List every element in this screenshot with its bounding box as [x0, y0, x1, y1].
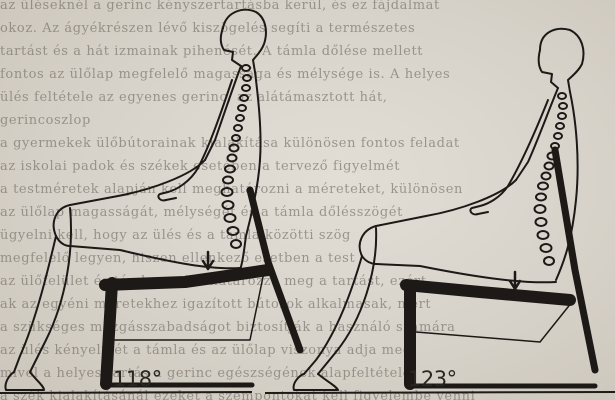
figure-right — [294, 29, 584, 390]
figure-left-head — [223, 10, 266, 72]
figure-right-thigh — [376, 180, 516, 226]
chair-right-seat-ghost — [416, 302, 572, 342]
figure-right-chest — [516, 88, 558, 180]
figure-left-arm — [158, 80, 232, 200]
figure-right-face — [539, 50, 558, 88]
figure-left-face — [221, 28, 241, 66]
figure-left-knee — [54, 205, 70, 246]
angle-label-left: 118° — [113, 367, 162, 391]
chair-right-seat — [406, 285, 570, 300]
figure-right-thigh-under — [376, 264, 556, 282]
angle-label-right: 123° — [408, 367, 457, 391]
figure-left-thigh-under — [70, 246, 240, 268]
figure-right-shin — [304, 228, 376, 374]
figure-right-foot — [294, 374, 338, 390]
figure-left-chest — [205, 66, 241, 160]
chair-left — [104, 190, 300, 385]
figure-right-head — [540, 29, 584, 92]
figure-left-foot — [5, 372, 44, 390]
floor-line — [0, 392, 615, 393]
chair-right-backrest — [555, 150, 595, 370]
figure-left — [5, 10, 265, 390]
figure-left-spine — [222, 65, 252, 248]
chair-left-front-leg — [106, 283, 112, 384]
chair-left-seat — [105, 270, 268, 285]
figure-left-shin — [14, 208, 71, 372]
